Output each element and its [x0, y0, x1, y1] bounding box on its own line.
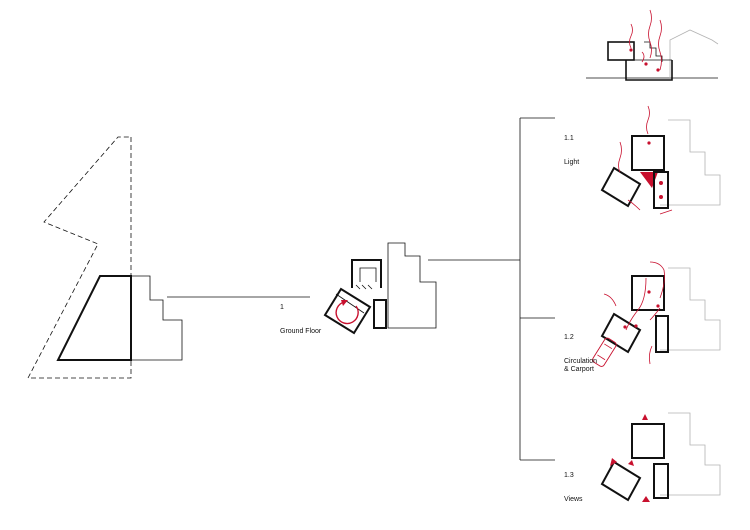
label-circulation-title: Circulation & Carport: [564, 358, 598, 373]
label-light-title: Light: [564, 159, 580, 166]
label-views: 1.3 Views: [564, 456, 583, 512]
label-ground-floor-number: 1: [280, 304, 284, 311]
label-ground-floor-title: Ground Floor: [280, 328, 322, 335]
ground-floor-plan: [323, 242, 437, 335]
label-ground-floor: 1 Ground Floor: [280, 288, 321, 344]
connector-tree: [428, 117, 555, 461]
diagram-light: [600, 105, 721, 215]
label-views-number: 1.3: [564, 472, 574, 479]
label-light: 1.1 Light: [564, 119, 579, 175]
diagram-circulation: [592, 261, 721, 367]
label-views-title: Views: [564, 496, 583, 503]
label-light-number: 1.1: [564, 135, 574, 142]
diagram-views: [600, 412, 721, 502]
label-circulation-number: 1.2: [564, 334, 574, 341]
site-plan: [27, 136, 183, 379]
label-circulation: 1.2 Circulation & Carport: [564, 318, 597, 382]
section-sketch: [586, 9, 719, 81]
